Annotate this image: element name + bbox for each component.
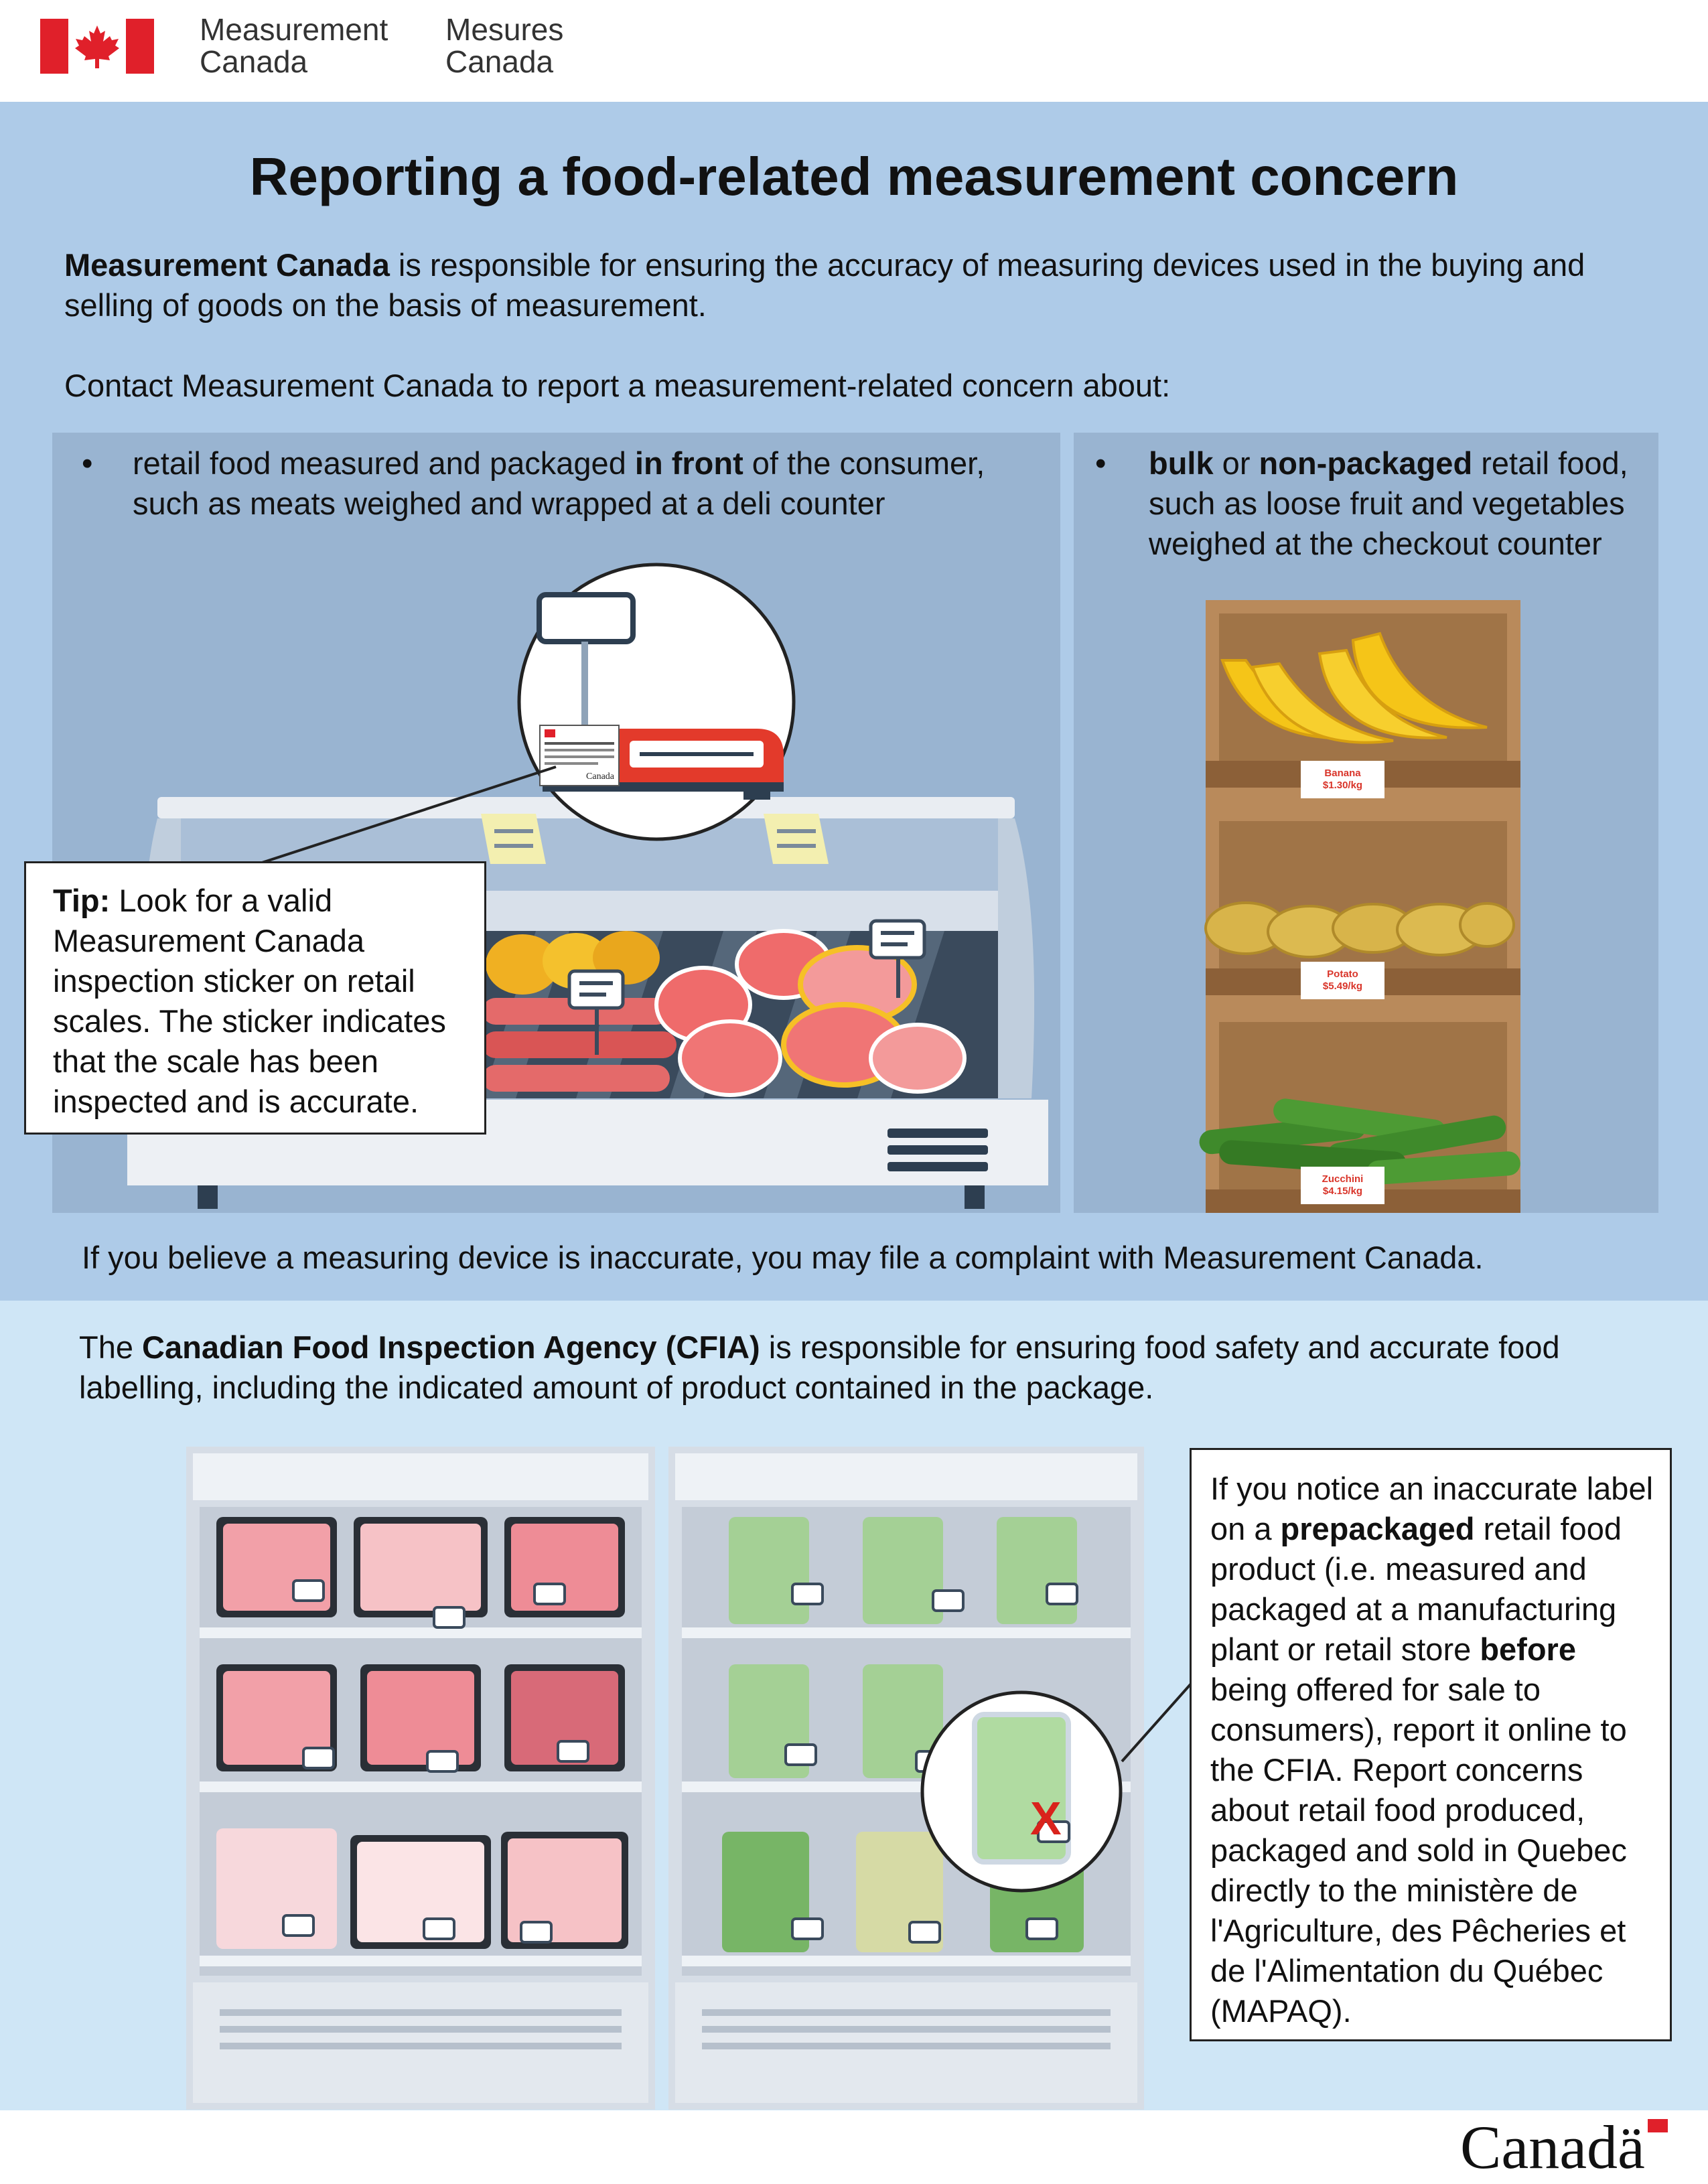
bullet-dot-left: • xyxy=(82,445,93,481)
sticker-flag-icon xyxy=(545,729,555,737)
complaint-line: If you believe a measuring device is ina… xyxy=(82,1240,1484,1275)
org-name-fr-line2: Canada xyxy=(445,44,554,79)
org-name-fr: Mesures Canada xyxy=(445,13,563,78)
org-name-en-line1: Measurement xyxy=(200,12,388,47)
header: Measurement Canada Mesures Canada xyxy=(0,0,1708,102)
produce-stand-illustration xyxy=(1199,600,1520,1213)
bullet-right-text: bulk or non-packaged retail food, such a… xyxy=(1149,445,1628,561)
x-mark-icon: X xyxy=(1030,1792,1062,1844)
tip-pointer-line xyxy=(257,766,557,865)
intro-text: is responsible for ensuring the accuracy… xyxy=(64,247,1585,323)
bullet-dot-right: • xyxy=(1095,445,1107,481)
wordmark-flag-icon xyxy=(1648,2119,1668,2132)
price-label-banana: Banana $1.30/kg xyxy=(1301,761,1384,798)
page-title: Reporting a food-related measurement con… xyxy=(249,147,1459,206)
canada-wordmark: Canadä xyxy=(1460,2113,1645,2181)
tip-label: Tip: xyxy=(53,883,111,918)
intro-paragraph: Measurement Canada is responsible for en… xyxy=(64,245,1645,325)
org-name-en: Measurement Canada xyxy=(200,13,388,78)
bullet-left-text: retail food measured and packaged in fro… xyxy=(133,445,985,521)
org-name-en-line2: Canada xyxy=(200,44,308,79)
cfia-report-text: If you notice an inaccurate label on a p… xyxy=(1210,1471,1654,2029)
price-label-zucchini: Zucchini $4.15/kg xyxy=(1301,1167,1384,1204)
cfia-intro-paragraph: The Canadian Food Inspection Agency (CFI… xyxy=(79,1329,1560,1405)
cfia-pointer-line xyxy=(1121,1670,1204,1763)
sticker-wordmark: Canada xyxy=(586,772,614,782)
cfia-report-box: If you notice an inaccurate label on a p… xyxy=(1190,1448,1672,2041)
tip-text: Tip: Look for a valid Measurement Canada… xyxy=(53,883,446,1119)
refrigerated-displays-illustration xyxy=(186,1447,1144,2110)
cfia-agency-name: Canadian Food Inspection Agency (CFIA) xyxy=(142,1329,760,1365)
inaccurate-label-zoom-circle xyxy=(920,1690,1123,1893)
tip-box: Tip: Look for a valid Measurement Canada… xyxy=(24,861,486,1135)
canada-flag-icon xyxy=(40,19,154,74)
price-label-potato: Potato $5.49/kg xyxy=(1301,962,1384,999)
org-name-fr-line1: Mesures xyxy=(445,12,564,47)
intro-org-name: Measurement Canada xyxy=(64,247,390,283)
inspection-sticker: Canada xyxy=(539,725,620,786)
contact-line: Contact Measurement Canada to report a m… xyxy=(64,368,1171,403)
